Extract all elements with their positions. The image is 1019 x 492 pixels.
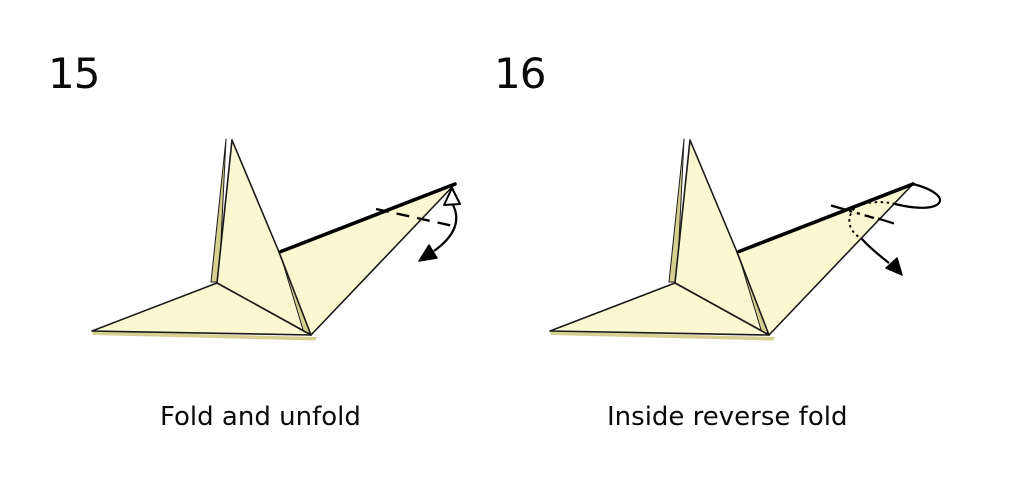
dashed-fold-line — [375, 207, 459, 229]
step-15-caption: Fold and unfold — [160, 402, 361, 432]
step-16-caption: Inside reverse fold — [607, 402, 848, 432]
fold-line-edge-tick — [877, 217, 895, 225]
step-number-16: 16 — [494, 49, 546, 98]
step-15-annotations — [375, 187, 461, 262]
step-number-15: 15 — [48, 49, 100, 98]
reverse-fold-loop-arrow — [894, 182, 941, 209]
step-16-annotations — [830, 182, 941, 276]
dash-dot-fold-line — [830, 204, 875, 220]
origami-model-step-16 — [548, 137, 915, 343]
filled-arrowhead-icon — [885, 257, 903, 276]
filled-arrowhead-icon — [418, 244, 438, 262]
origami-model-step-15 — [90, 137, 457, 343]
reverse-fold-arrow-tail — [861, 238, 890, 264]
fold-unfold-arrow-arc — [433, 202, 458, 252]
open-arrowhead-icon — [443, 187, 461, 206]
